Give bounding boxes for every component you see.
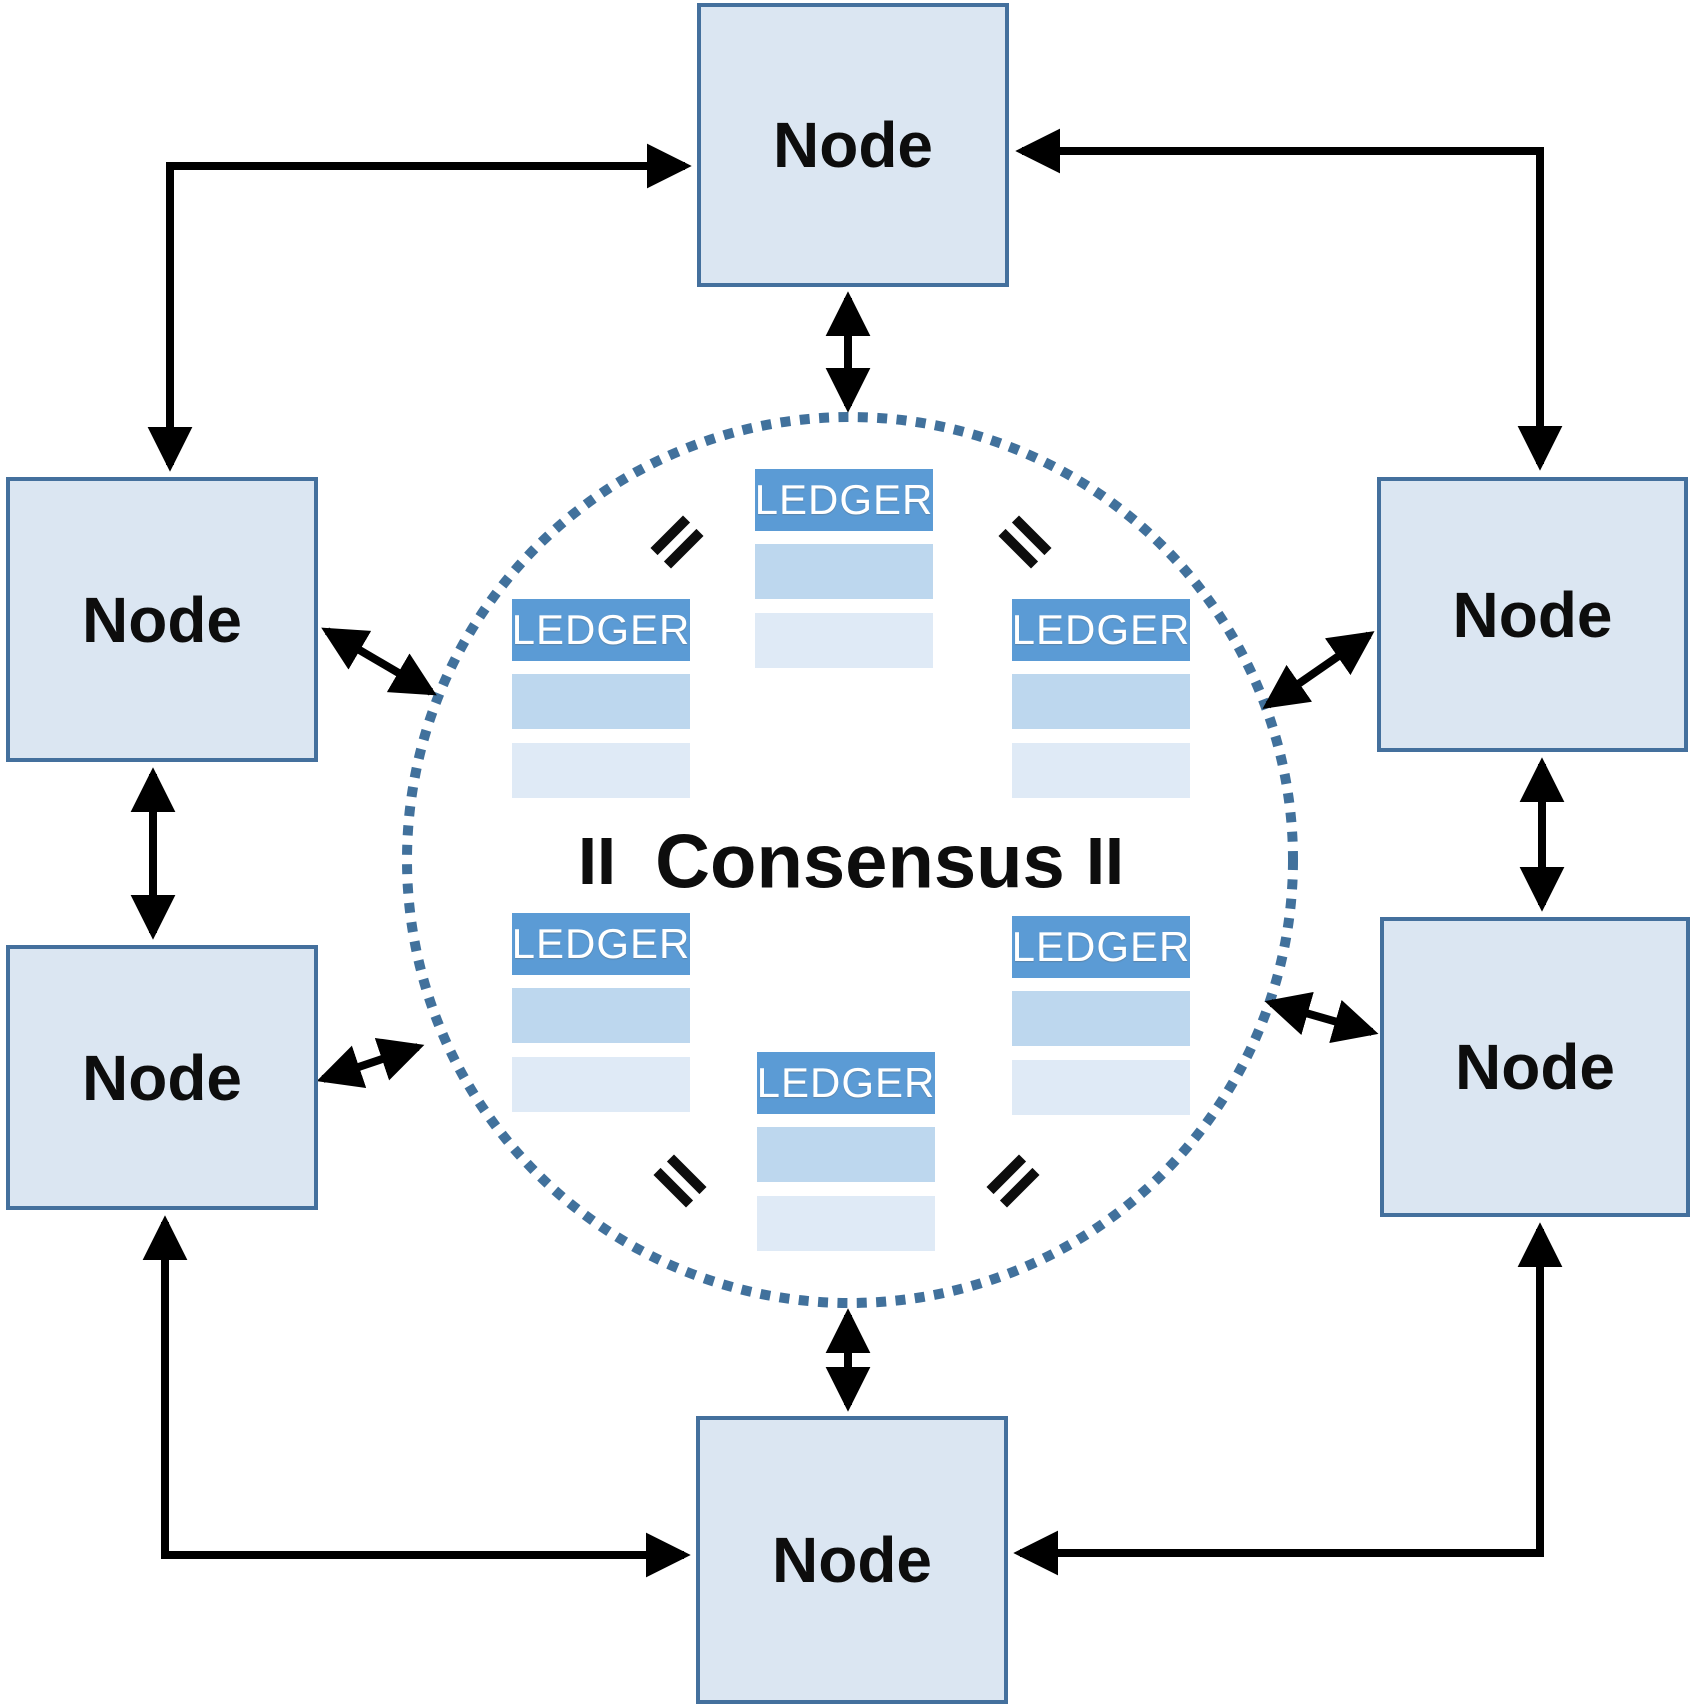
ledger-bottom-center: LEDGER	[757, 1052, 935, 1251]
equals-icon-mid-right	[1090, 838, 1120, 884]
ledger-header: LEDGER	[1012, 599, 1190, 661]
equals-bar	[1090, 838, 1101, 884]
ledger-upper-right: LEDGER	[1012, 599, 1190, 798]
consensus-label: Consensus	[655, 819, 1065, 905]
node-label: Node	[773, 109, 933, 181]
ledger-lower-right: LEDGER	[1012, 916, 1190, 1115]
node-label: Node	[1455, 1031, 1615, 1103]
node-label: Node	[82, 1041, 242, 1114]
ledger-top-center: LEDGER	[755, 469, 933, 668]
ledger-row	[1012, 743, 1190, 798]
connector-top-right-elbow	[1015, 128, 1563, 471]
node-box-left-lower: Node	[6, 945, 318, 1210]
ledger-row	[1012, 1060, 1190, 1115]
node-box-top: Node	[697, 3, 1009, 287]
consensus-dotted-circle	[402, 412, 1298, 1308]
ledger-row	[757, 1196, 935, 1251]
connector-bottom-right-elbow	[1013, 1222, 1563, 1576]
node-label: Node	[82, 583, 242, 656]
ledger-row	[1012, 674, 1190, 729]
connector-right-upper-diagonal	[1262, 631, 1375, 709]
equals-bar	[1109, 838, 1120, 884]
connector-right-lower-diagonal	[1264, 991, 1379, 1044]
node-box-left-upper: Node	[6, 477, 318, 762]
ledger-row	[512, 743, 690, 798]
ledger-header: LEDGER	[512, 913, 690, 975]
connector-bottom-left-elbow	[142, 1215, 691, 1578]
connector-left-upper-diagonal	[321, 627, 437, 696]
connector-left-lower-diagonal	[316, 1037, 425, 1089]
ledger-header: LEDGER	[755, 469, 933, 531]
equals-bar	[582, 838, 593, 884]
equals-icon-mid-left	[582, 838, 612, 884]
node-label: Node	[772, 1524, 932, 1596]
ledger-row	[1012, 991, 1190, 1046]
ledger-row	[755, 544, 933, 599]
node-box-right-lower: Node	[1380, 917, 1690, 1217]
ledger-header: LEDGER	[1012, 916, 1190, 978]
ledger-header: LEDGER	[512, 599, 690, 661]
ledger-lower-left: LEDGER	[512, 913, 690, 1112]
node-box-right-upper: Node	[1377, 477, 1688, 752]
ledger-upper-left: LEDGER	[512, 599, 690, 798]
connector-top-left-elbow	[147, 143, 692, 472]
node-label: Node	[1452, 578, 1613, 651]
ledger-row	[512, 674, 690, 729]
ledger-row	[757, 1127, 935, 1182]
ledger-header: LEDGER	[757, 1052, 935, 1114]
ledger-row	[512, 988, 690, 1043]
ledger-row	[512, 1057, 690, 1112]
ledger-row	[755, 613, 933, 668]
node-box-bottom: Node	[696, 1416, 1008, 1704]
equals-bar	[601, 838, 612, 884]
